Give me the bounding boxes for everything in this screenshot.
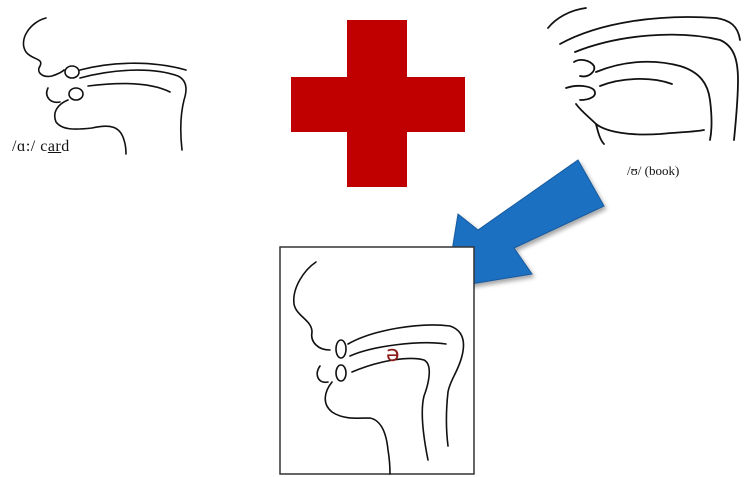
schwa-symbol: ə xyxy=(386,342,400,367)
word-card: card xyxy=(40,138,70,155)
caption-u-book: /ʊ/ (book) xyxy=(627,163,679,179)
vocal-tract-aa-sketch xyxy=(23,18,186,154)
vocal-tract-u-sketch xyxy=(548,8,740,144)
red-plus-icon xyxy=(291,20,465,187)
schwa-diagram-frame xyxy=(280,247,474,474)
symbol-aa: /ɑ:/ xyxy=(12,138,36,155)
caption-aa-card: /ɑ:/ card xyxy=(12,138,70,156)
